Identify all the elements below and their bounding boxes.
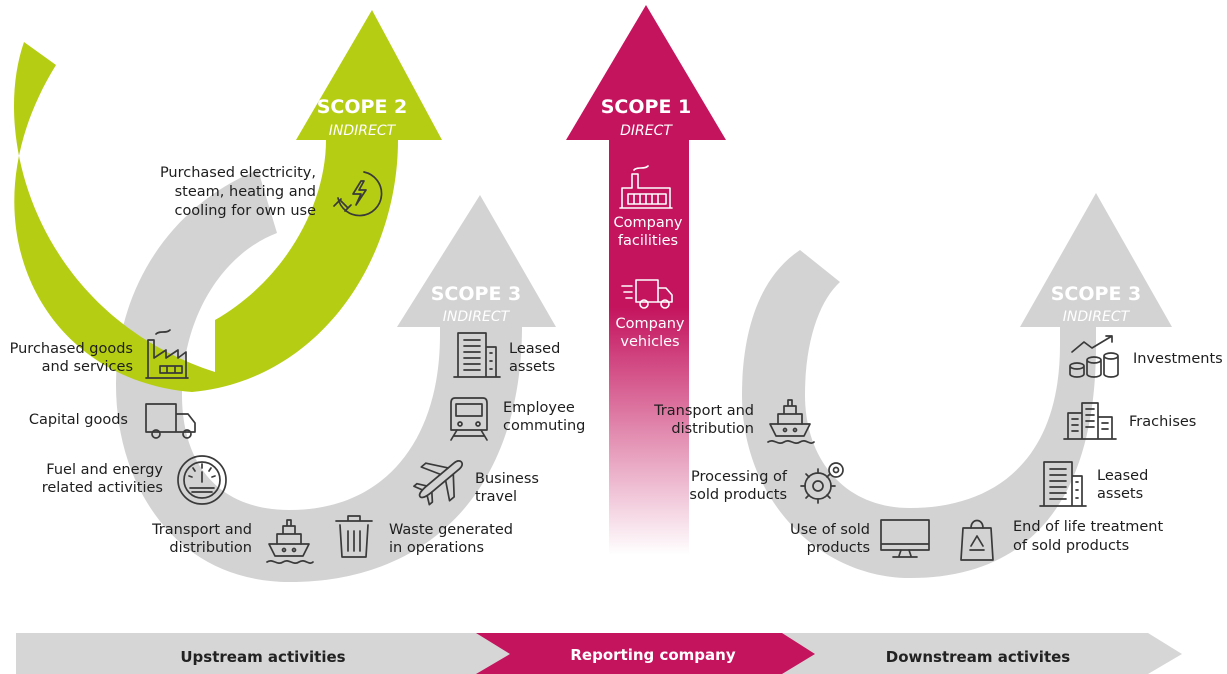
train-icon [450, 397, 488, 441]
plug-lightning-icon [333, 171, 383, 217]
gauge-icon [177, 455, 227, 505]
building-icon [453, 332, 501, 378]
scope1-subtitle: DIRECT [620, 123, 673, 139]
downstream-item-end-of-life: End of life treatment of sold products [960, 519, 1163, 561]
upstream-item-capital-goods: Capital goods [29, 403, 196, 439]
scope1-item-vehicles: Company vehicles [616, 279, 685, 350]
ship-icon [266, 519, 314, 564]
trash-icon [335, 515, 373, 558]
item-label-line: Leased [1097, 468, 1148, 484]
item-label-line: Company [616, 316, 685, 332]
coins-growth-icon [1069, 335, 1119, 378]
scope3-downstream-title: SCOPE 3 [1051, 283, 1142, 305]
item-label-line: assets [509, 359, 555, 375]
item-label-line: Processing of [691, 469, 788, 485]
item-label-line: Investments [1133, 351, 1223, 367]
item-label-line: Capital goods [29, 412, 128, 428]
item-label-line: related activities [42, 480, 163, 496]
item-label-line: Transport and [653, 403, 754, 419]
airplane-icon [413, 460, 464, 506]
downstream-item-leased-assets: Leased assets [1039, 461, 1148, 507]
scope2-subtitle: INDIRECT [329, 123, 397, 139]
scope3-upstream-subtitle: INDIRECT [443, 309, 511, 325]
scope2-heading: SCOPE 2 INDIRECT [317, 96, 408, 139]
reporting-label: Reporting company [570, 646, 735, 664]
factory-icon [619, 165, 673, 209]
recycle-bag-icon [960, 519, 994, 561]
item-label-line: assets [1097, 486, 1143, 502]
scope1-title: SCOPE 1 [601, 96, 692, 118]
item-label-line: Frachises [1129, 414, 1196, 430]
reporting-segment [476, 633, 815, 674]
upstream-segment [16, 633, 520, 674]
item-label-line: commuting [503, 418, 585, 434]
item-label-line: vehicles [620, 334, 679, 350]
ship-icon [767, 399, 815, 444]
item-label-line: Waste generated [389, 522, 513, 538]
delivery-truck-icon [621, 279, 673, 309]
item-label-line: Company [614, 215, 683, 231]
item-label-line: Employee [503, 400, 575, 416]
upstream-label: Upstream activities [180, 648, 345, 666]
downstream-item-processing: Processing of sold products [689, 462, 844, 504]
gears-icon [800, 462, 844, 504]
item-label-line: Purchased goods [10, 341, 133, 357]
scope2-arrow [13, 10, 442, 392]
item-label-line: End of life treatment [1013, 519, 1163, 535]
item-label-line: cooling for own use [174, 203, 316, 219]
item-label-line: Use of sold [790, 522, 870, 538]
upstream-item-leased-assets: Leased assets [453, 332, 560, 378]
item-label-line: sold products [689, 487, 787, 503]
downstream-item-use-of-products: Use of sold products [790, 519, 930, 558]
item-label-line: and services [42, 359, 133, 375]
item-label-line: travel [475, 489, 517, 505]
upstream-item-business-travel: Business travel [413, 460, 539, 506]
downstream-segment [780, 633, 1182, 674]
item-label-line: products [807, 540, 870, 556]
item-label-line: distribution [169, 540, 252, 556]
scope3-downstream-heading: SCOPE 3 INDIRECT [1051, 283, 1142, 325]
scope3-upstream-heading: SCOPE 3 INDIRECT [431, 283, 522, 325]
item-label-line: in operations [389, 540, 484, 556]
downstream-label: Downstream activites [886, 648, 1071, 666]
upstream-item-purchased-goods: Purchased goods and services [10, 329, 189, 379]
scope3-downstream-subtitle: INDIRECT [1063, 309, 1131, 325]
item-label-line: distribution [671, 421, 754, 437]
activity-bar: Upstream activities Reporting company Do… [16, 633, 1182, 674]
scope3-upstream-title: SCOPE 3 [431, 283, 522, 305]
scope2-title: SCOPE 2 [317, 96, 408, 118]
scope1-item-facilities: Company facilities [614, 165, 683, 249]
monitor-icon [880, 519, 930, 558]
item-label-line: Leased [509, 341, 560, 357]
item-label-line: Purchased electricity, [160, 165, 316, 181]
downstream-item-franchises: Frachises [1063, 402, 1196, 440]
downstream-item-transport: Transport and distribution [653, 399, 815, 444]
item-label-line: Business [475, 471, 539, 487]
scope2-item-electricity: Purchased electricity, steam, heating an… [160, 165, 383, 219]
truck-icon [145, 403, 196, 439]
downstream-item-investments: Investments [1069, 335, 1223, 378]
franchise-buildings-icon [1063, 402, 1117, 440]
upstream-item-employee-commuting: Employee commuting [450, 397, 585, 441]
upstream-item-transport: Transport and distribution [151, 519, 314, 564]
item-label-line: Fuel and energy [46, 462, 163, 478]
factory-icon [145, 329, 189, 379]
scope3-upstream-arrow [116, 170, 556, 582]
scope1-heading: SCOPE 1 DIRECT [601, 96, 692, 139]
upstream-item-fuel-energy: Fuel and energy related activities [42, 455, 227, 505]
item-label-line: Transport and [151, 522, 252, 538]
upstream-item-waste: Waste generated in operations [335, 515, 513, 558]
item-label-line: of sold products [1013, 538, 1129, 554]
building-icon [1039, 461, 1087, 507]
item-label-line: facilities [618, 233, 678, 249]
item-label-line: steam, heating and [175, 184, 316, 200]
